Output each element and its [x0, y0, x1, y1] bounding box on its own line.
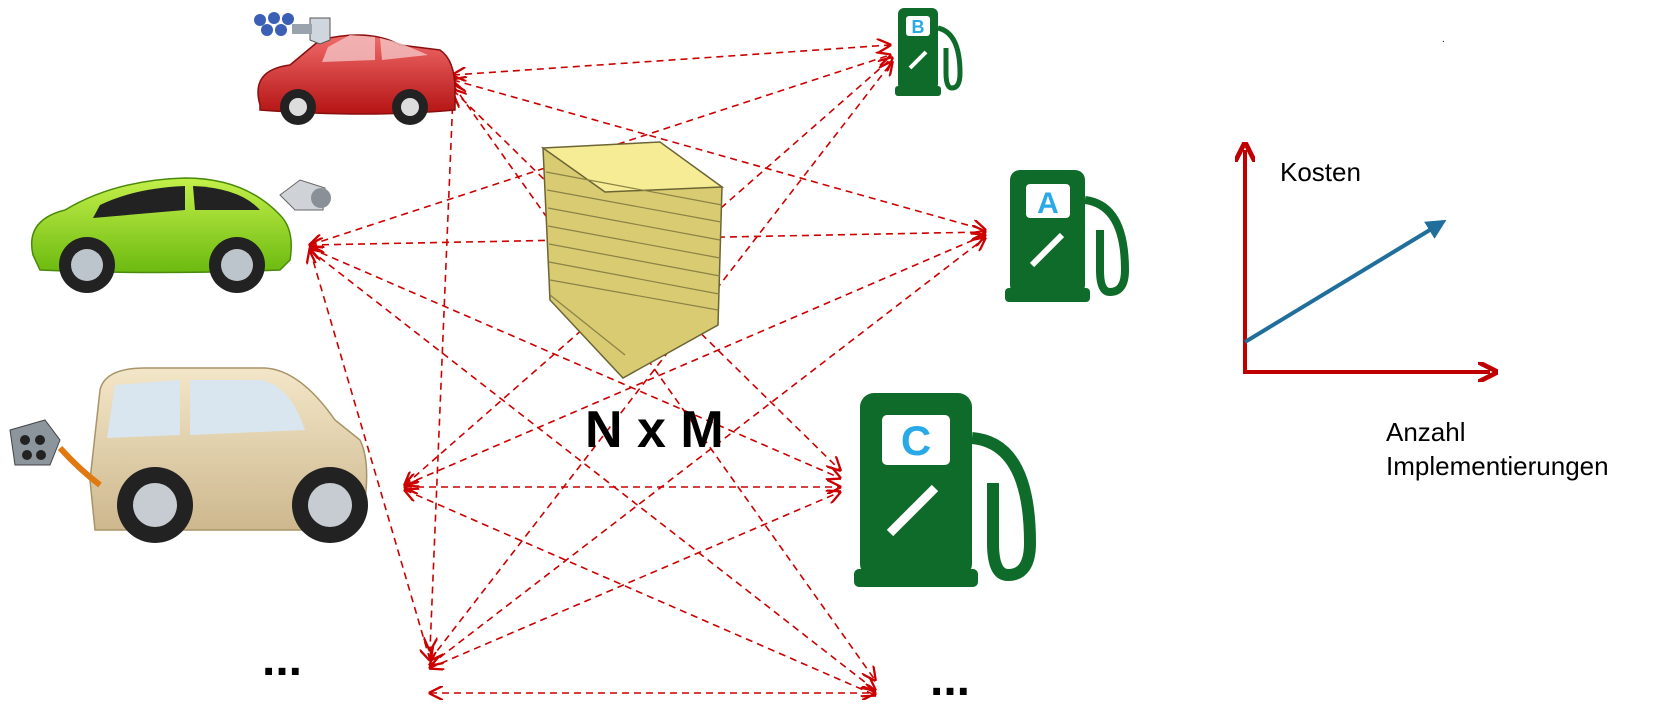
y-axis-label: Kosten [1280, 157, 1361, 187]
connection-line [430, 492, 840, 668]
beige-car-icon [9, 367, 368, 543]
document-stack-icon [540, 141, 725, 379]
connection-line [453, 45, 890, 75]
green-car-icon [31, 177, 331, 293]
station-a-letter: A [1037, 187, 1059, 220]
cost-graph [1243, 150, 1490, 372]
connection-line [430, 95, 453, 650]
charging-station-b-icon: B [895, 8, 963, 96]
x-axis-label-line1: Anzahl [1386, 417, 1466, 447]
stations-ellipsis: ... [930, 653, 971, 706]
station-b-letter: B [912, 17, 925, 37]
stray-mark: . [1442, 34, 1445, 45]
x-axis-label-line2: Implementierungen [1386, 451, 1609, 481]
connection-lines [310, 45, 985, 695]
charging-station-a-icon: A [1005, 170, 1130, 302]
cars-ellipsis: ... [262, 633, 303, 686]
connection-line [430, 238, 985, 665]
nxm-label: N x M [585, 401, 724, 459]
station-c-letter: C [901, 417, 931, 464]
connection-line [405, 490, 875, 695]
charging-station-c-icon: C [854, 393, 1037, 587]
x-axis-label: Anzahl Implementierungen [1386, 415, 1609, 483]
red-car-icon [254, 12, 456, 125]
trend-line [1243, 219, 1447, 344]
